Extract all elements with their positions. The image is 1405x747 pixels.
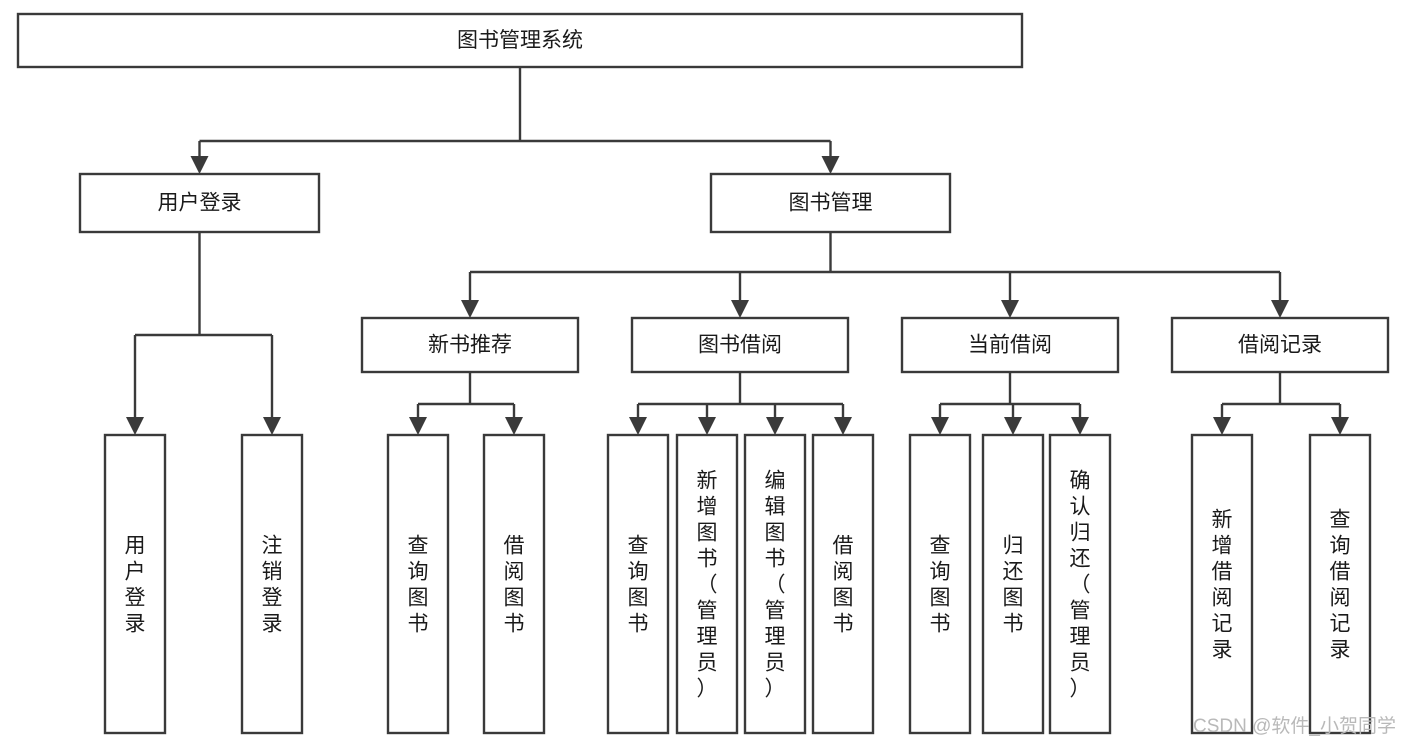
node-book-borrow[interactable]: 图书借阅 [630,316,850,374]
node-box-leaf-recommend-borrow[interactable] [482,433,546,735]
edge-group-book-borrow [629,372,852,435]
node-label-leaf-record-add: 新增借阅记录 [1212,508,1233,661]
node-label-leaf-borrow-edit: 编辑图书（管理员） [765,469,786,700]
node-box-leaf-user-logout[interactable] [240,433,304,735]
edge-group-new-book-recommend [409,372,523,435]
node-box-leaf-recommend-query[interactable] [386,433,450,735]
node-label-book-borrow: 图书借阅 [698,334,782,357]
node-leaf-borrow-query[interactable]: 查询图书 [606,433,670,735]
node-layer: 图书管理系统用户登录图书管理新书推荐图书借阅当前借阅借阅记录用户登录注销登录查询… [16,12,1390,735]
node-leaf-user-logout[interactable]: 注销登录 [240,433,304,735]
node-label-leaf-borrow-lend: 借阅图书 [833,534,854,635]
node-box-borrow-record[interactable] [1170,316,1390,374]
node-label-book-manage: 图书管理 [789,192,873,215]
arrow-head-icon [1213,417,1231,435]
node-leaf-current-confirm[interactable]: 确认归还（管理员） [1048,433,1112,735]
arrow-head-icon [263,417,281,435]
node-leaf-record-query[interactable]: 查询借阅记录 [1308,433,1372,735]
node-leaf-current-query[interactable]: 查询图书 [908,433,972,735]
node-box-root[interactable] [16,12,1024,69]
arrow-head-icon [1331,417,1349,435]
arrow-head-icon [1001,300,1019,318]
node-label-leaf-user-logout: 注销登录 [262,534,283,635]
node-box-leaf-record-query[interactable] [1308,433,1372,735]
arrow-head-icon [505,417,523,435]
connector-layer [126,67,1349,435]
edge-group-user-login [126,232,281,435]
arrow-head-icon [629,417,647,435]
arrow-head-icon [1071,417,1089,435]
node-label-new-book-recommend: 新书推荐 [428,334,512,357]
node-label-leaf-current-return: 归还图书 [1003,534,1024,635]
node-leaf-recommend-query[interactable]: 查询图书 [386,433,450,735]
arrow-head-icon [190,156,209,174]
node-leaf-current-return[interactable]: 归还图书 [981,433,1045,735]
node-label-user-login: 用户登录 [158,192,242,215]
node-label-leaf-current-query: 查询图书 [930,534,951,635]
arrow-head-icon [1004,417,1022,435]
csdn-watermark: CSDN @软件_小贺同学 [1193,715,1396,737]
node-label-root: 图书管理系统 [457,29,583,52]
node-leaf-borrow-edit[interactable]: 编辑图书（管理员） [743,433,807,735]
edge-group-current-borrow [931,372,1089,435]
node-box-book-borrow[interactable] [630,316,850,374]
node-new-book-recommend[interactable]: 新书推荐 [360,316,580,374]
edge-group-book-manage [461,232,1289,318]
node-leaf-borrow-lend[interactable]: 借阅图书 [811,433,875,735]
node-label-leaf-borrow-query: 查询图书 [628,534,649,635]
arrow-head-icon [461,300,479,318]
node-user-login[interactable]: 用户登录 [78,172,321,234]
node-box-leaf-record-add[interactable] [1190,433,1254,735]
edge-group-borrow-record [1213,372,1349,435]
node-leaf-record-add[interactable]: 新增借阅记录 [1190,433,1254,735]
node-box-current-borrow[interactable] [900,316,1120,374]
node-label-borrow-record: 借阅记录 [1238,334,1322,357]
arrow-head-icon [931,417,949,435]
node-leaf-recommend-borrow[interactable]: 借阅图书 [482,433,546,735]
node-label-current-borrow: 当前借阅 [968,334,1052,357]
arrow-head-icon [821,156,840,174]
node-box-user-login[interactable] [78,172,321,234]
node-label-leaf-current-confirm: 确认归还（管理员） [1070,469,1091,700]
node-box-leaf-current-query[interactable] [908,433,972,735]
arrow-head-icon [834,417,852,435]
node-box-leaf-borrow-query[interactable] [606,433,670,735]
node-box-book-manage[interactable] [709,172,952,234]
node-box-leaf-current-confirm[interactable] [1048,433,1112,735]
node-leaf-borrow-add[interactable]: 新增图书（管理员） [675,433,739,735]
node-box-leaf-borrow-edit[interactable] [743,433,807,735]
arrow-head-icon [1271,300,1289,318]
node-current-borrow[interactable]: 当前借阅 [900,316,1120,374]
node-box-leaf-borrow-lend[interactable] [811,433,875,735]
arrow-head-icon [698,417,716,435]
node-book-manage[interactable]: 图书管理 [709,172,952,234]
node-box-leaf-user-login[interactable] [103,433,167,735]
node-label-leaf-record-query: 查询借阅记录 [1330,508,1351,661]
edge-group-root [190,67,840,174]
arrow-head-icon [126,417,144,435]
node-label-leaf-borrow-add: 新增图书（管理员） [697,469,718,700]
node-box-leaf-current-return[interactable] [981,433,1045,735]
arrow-head-icon [409,417,427,435]
node-leaf-user-login[interactable]: 用户登录 [103,433,167,735]
arrow-head-icon [731,300,749,318]
watermark-layer: CSDN @软件_小贺同学 [1193,715,1396,737]
node-label-leaf-user-login: 用户登录 [125,534,146,635]
node-root[interactable]: 图书管理系统 [16,12,1024,69]
node-label-leaf-recommend-borrow: 借阅图书 [504,534,525,635]
node-box-leaf-borrow-add[interactable] [675,433,739,735]
arrow-head-icon [766,417,784,435]
node-label-leaf-recommend-query: 查询图书 [408,534,429,635]
node-borrow-record[interactable]: 借阅记录 [1170,316,1390,374]
node-box-new-book-recommend[interactable] [360,316,580,374]
